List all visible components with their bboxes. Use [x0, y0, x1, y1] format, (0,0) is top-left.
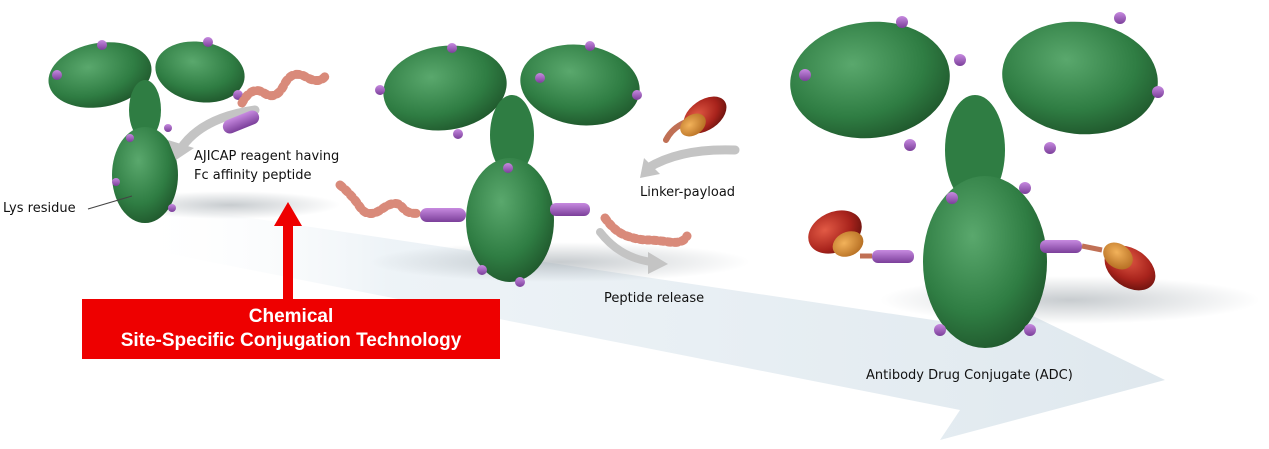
reagent-label-line1: AJICAP reagent having	[194, 149, 340, 164]
red-up-arrow	[274, 202, 302, 300]
technology-line1: Chemical	[248, 306, 334, 327]
antibody-2	[375, 41, 642, 287]
antibody-3-adc	[790, 12, 1164, 348]
reagent-label-line2: Fc affinity peptide	[194, 168, 312, 183]
linker-payload-label: Linker-payload	[640, 185, 736, 200]
adc-label: Antibody Drug Conjugate (ADC)	[866, 368, 1073, 383]
adc-payload-left	[808, 210, 914, 263]
lys-pointer-line	[87, 195, 133, 210]
adc-payload-right	[1040, 240, 1156, 291]
bound-reagent-left	[335, 180, 466, 222]
peptide-release-label: Peptide release	[604, 291, 705, 306]
technology-line2: Site-Specific Conjugation Technology	[120, 330, 462, 351]
ajicap-reagent	[222, 69, 331, 134]
shadow-2	[370, 242, 750, 282]
linker-payload-incoming	[640, 96, 740, 178]
reagent-incoming-arrow	[175, 105, 260, 155]
lys-residue-label: Lys residue	[3, 201, 76, 216]
released-peptide	[596, 213, 692, 274]
antibody-1	[48, 37, 245, 223]
technology-box: Chemical Site-Specific Conjugation Techn…	[82, 299, 500, 359]
right-linker-stub	[550, 203, 590, 216]
